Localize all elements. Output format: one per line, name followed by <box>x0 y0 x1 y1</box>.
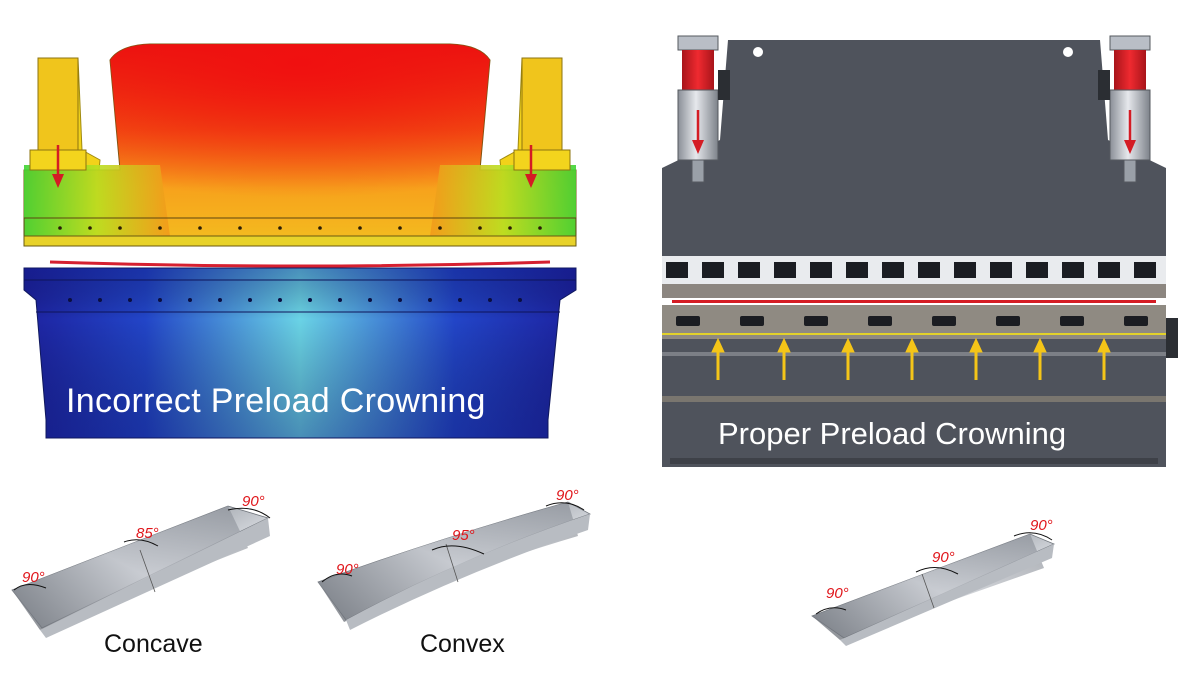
crowning-force-arrows <box>711 337 1111 380</box>
incorrect-crowning-diagram: Incorrect Preload Crowning <box>0 0 600 480</box>
proper-crowning-diagram: Proper Preload Crowning <box>630 0 1202 480</box>
press-brake-graphic <box>662 35 1178 467</box>
bent-parts-graphic: 90° 85° 90° 90° 95° 90° 90 <box>11 487 1056 646</box>
convex-angle-right: 90° <box>556 487 579 504</box>
proper-angle-left: 90° <box>826 585 849 602</box>
concave-angle-left: 90° <box>22 569 45 586</box>
downward-force-arrow-left <box>52 145 64 188</box>
proper-part <box>811 533 1056 646</box>
concave-label: Concave <box>104 630 203 658</box>
proper-crowning-caption: Proper Preload Crowning <box>718 416 1067 451</box>
heatmap-machine-graphic <box>23 43 577 439</box>
proper-angle-mid: 90° <box>932 549 955 566</box>
concave-angle-right: 90° <box>242 493 265 510</box>
incorrect-crowning-caption: Incorrect Preload Crowning <box>66 382 486 420</box>
concave-angle-mid: 85° <box>136 525 159 542</box>
downward-force-arrow-right <box>525 145 537 188</box>
convex-angle-left: 90° <box>336 561 359 578</box>
convex-angle-mid: 95° <box>452 527 475 544</box>
proper-angle-right: 90° <box>1030 517 1053 534</box>
convex-label: Convex <box>420 630 505 658</box>
convex-part <box>317 501 591 630</box>
hydraulic-cylinder-right <box>1098 35 1151 183</box>
hydraulic-cylinder-left <box>677 35 730 183</box>
concave-part <box>11 505 270 638</box>
bent-part-samples: 90° 85° 90° 90° 95° 90° 90 <box>0 478 1202 690</box>
